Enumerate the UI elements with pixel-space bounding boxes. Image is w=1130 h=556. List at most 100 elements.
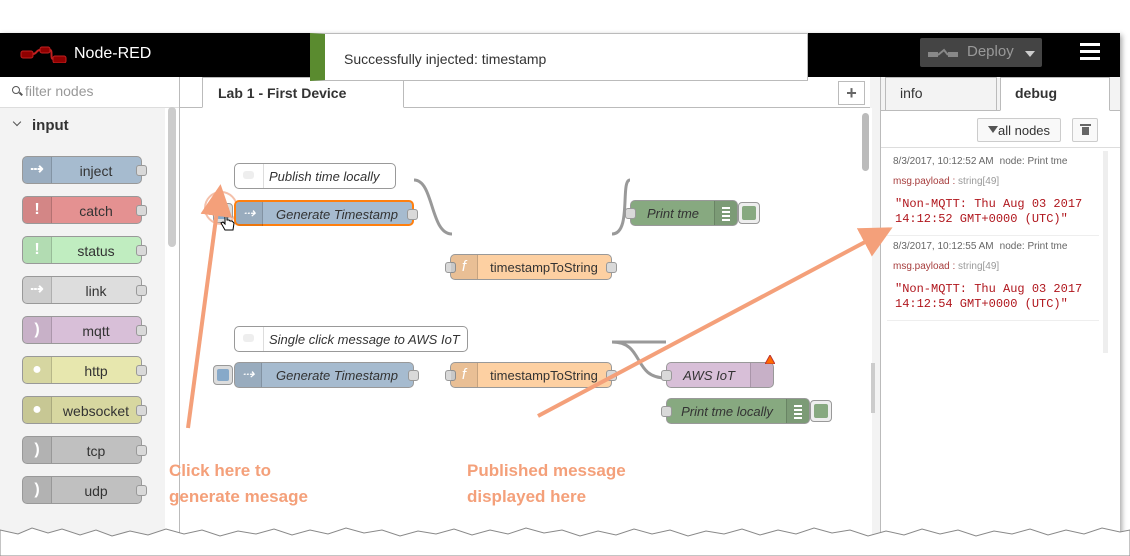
function-icon: f bbox=[451, 363, 478, 387]
comment-node[interactable]: Single click message to AWS IoT bbox=[234, 326, 468, 352]
function-node-timestamp-to-string[interactable]: f timestampToString bbox=[445, 254, 617, 280]
chevron-down-icon[interactable] bbox=[1025, 51, 1035, 57]
palette-node-catch[interactable]: ! catch bbox=[22, 196, 147, 224]
palette-node-websocket[interactable]: ● websocket bbox=[22, 396, 147, 424]
palette-node-tcp[interactable]: ) tcp bbox=[22, 436, 147, 464]
globe-icon: ● bbox=[23, 357, 52, 383]
input-port[interactable] bbox=[445, 262, 456, 273]
debug-node-print-tme-locally[interactable]: Print tme locally bbox=[661, 398, 810, 424]
add-flow-plus-icon[interactable]: + bbox=[838, 81, 865, 105]
palette-node-mqtt[interactable]: ) mqtt bbox=[22, 316, 147, 344]
category-label: input bbox=[32, 117, 69, 134]
annotation-published-message: Published message displayed here bbox=[467, 458, 626, 510]
mqtt-out-node-aws-iot[interactable]: AWS IoT bbox=[661, 362, 774, 388]
input-port[interactable] bbox=[445, 370, 456, 381]
node-red-logo-icon bbox=[20, 45, 70, 68]
output-port[interactable] bbox=[407, 209, 418, 220]
filter-nodes-input[interactable]: filter nodes bbox=[25, 83, 94, 99]
palette-scrollbar[interactable] bbox=[168, 107, 176, 247]
palette-node-inject[interactable]: ⇢ inject bbox=[22, 156, 147, 184]
output-port[interactable] bbox=[136, 405, 147, 416]
bridge-icon: ) bbox=[23, 477, 52, 503]
app-title: Node-RED bbox=[74, 45, 152, 62]
canvas-resize-handle[interactable] bbox=[871, 363, 875, 413]
output-port[interactable] bbox=[136, 165, 147, 176]
hand-cursor-icon bbox=[220, 214, 235, 231]
palette-node-status[interactable]: ! status bbox=[22, 236, 147, 264]
output-port[interactable] bbox=[136, 285, 147, 296]
annotation-line: generate mesage bbox=[169, 487, 308, 506]
sidebar-scrollbar[interactable] bbox=[1103, 151, 1108, 353]
clear-messages-trash-icon[interactable] bbox=[1072, 118, 1098, 142]
output-port[interactable] bbox=[136, 365, 147, 376]
workspace-tab-bar: Lab 1 - First Device + bbox=[180, 77, 870, 108]
annotation-line: displayed here bbox=[467, 487, 587, 506]
tab-lab1[interactable]: Lab 1 - First Device bbox=[202, 77, 404, 108]
message-type: msg.payload : string[49] bbox=[893, 176, 999, 187]
output-port[interactable] bbox=[136, 245, 147, 256]
globe-icon: ● bbox=[23, 397, 52, 423]
flow-canvas[interactable]: Publish time locally ⇢ Generate Timestam… bbox=[169, 108, 875, 553]
deploy-button[interactable]: Deploy bbox=[920, 38, 1042, 67]
sidebar: info debug all nodes 8/3/2017, 10:12:52 … bbox=[880, 77, 1120, 553]
inject-trigger-button[interactable] bbox=[213, 365, 233, 385]
comment-text: Publish time locally bbox=[269, 169, 380, 184]
comment-node[interactable]: Publish time locally bbox=[234, 163, 396, 189]
palette-node-http[interactable]: ● http bbox=[22, 356, 147, 384]
filter-icon bbox=[988, 126, 998, 133]
palette-node-link[interactable]: ⇢ link bbox=[22, 276, 147, 304]
inject-node-generate-timestamp[interactable]: ⇢ Generate Timestamp bbox=[234, 362, 419, 388]
bridge-icon bbox=[750, 363, 773, 387]
link-in-icon: ⇢ bbox=[23, 277, 52, 303]
annotation-line: Published message bbox=[467, 461, 626, 480]
tab-label: Lab 1 - First Device bbox=[218, 85, 347, 101]
canvas-vertical-scrollbar[interactable] bbox=[862, 113, 869, 171]
tab-label: debug bbox=[1015, 85, 1057, 101]
debug-node-print-tme[interactable]: Print tme bbox=[625, 200, 738, 226]
output-port[interactable] bbox=[136, 445, 147, 456]
message-value: "Non-MQTT: Thu Aug 03 2017 14:12:54 GMT+… bbox=[895, 282, 1083, 311]
tab-label: info bbox=[900, 85, 923, 101]
function-node-timestamp-to-string[interactable]: f timestampToString bbox=[445, 362, 617, 388]
output-port[interactable] bbox=[408, 370, 419, 381]
palette-filter[interactable]: filter nodes bbox=[0, 77, 179, 108]
annotation-line: Click here to bbox=[169, 461, 272, 480]
palette-node-label: link bbox=[85, 283, 107, 299]
palette-category-input[interactable]: input bbox=[0, 108, 165, 144]
debug-filter-button[interactable]: all nodes bbox=[977, 118, 1061, 142]
palette-node-label: websocket bbox=[62, 403, 130, 419]
palette-node-udp[interactable]: ) udp bbox=[22, 476, 147, 504]
tab-info[interactable]: info bbox=[885, 77, 997, 111]
arrow-in-icon: ⇢ bbox=[235, 363, 262, 387]
palette-node-label: catch bbox=[79, 203, 113, 219]
debug-toggle-button[interactable] bbox=[738, 202, 760, 224]
debug-toggle-button[interactable] bbox=[810, 400, 832, 422]
node-label: timestampToString bbox=[490, 368, 598, 383]
node-label: timestampToString bbox=[490, 260, 598, 275]
output-port[interactable] bbox=[136, 485, 147, 496]
tab-debug[interactable]: debug bbox=[1000, 77, 1110, 111]
node-label: Generate Timestamp bbox=[276, 368, 398, 383]
output-port[interactable] bbox=[136, 205, 147, 216]
palette-node-label: status bbox=[77, 243, 115, 259]
inject-node-generate-timestamp[interactable]: ⇢ Generate Timestamp bbox=[234, 200, 418, 226]
output-port[interactable] bbox=[136, 325, 147, 336]
function-icon: f bbox=[451, 255, 478, 279]
palette-node-label: http bbox=[84, 363, 108, 379]
output-port[interactable] bbox=[606, 370, 617, 381]
deploy-label: Deploy bbox=[967, 43, 1014, 60]
node-label: Generate Timestamp bbox=[276, 207, 398, 222]
node-red-window: Node-RED Deploy Successfully injected: t… bbox=[0, 33, 1120, 553]
warning-triangle-icon bbox=[765, 355, 775, 364]
input-port[interactable] bbox=[625, 208, 636, 219]
node-palette: filter nodes input ⇢ inject ! catch ! st… bbox=[0, 77, 180, 553]
palette-node-label: inject bbox=[79, 163, 113, 179]
output-port[interactable] bbox=[606, 262, 617, 273]
node-label: Print tme locally bbox=[681, 404, 773, 419]
hamburger-menu-icon[interactable] bbox=[1080, 43, 1100, 64]
message-type-value: string[49] bbox=[958, 176, 1000, 187]
